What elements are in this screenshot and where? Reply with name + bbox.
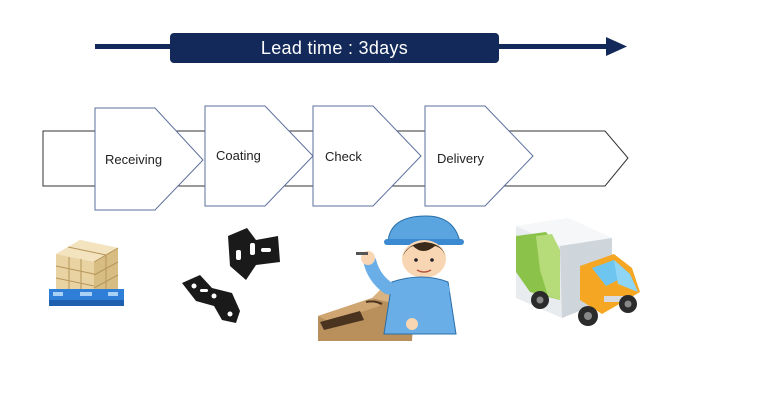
step-label-receiving: Receiving (105, 152, 163, 167)
inspection-worker-icon (318, 214, 464, 341)
step-chevron-receiving (94, 107, 204, 211)
pallet-boxes-icon (49, 240, 124, 306)
step-label-delivery: Delivery (437, 151, 484, 166)
delivery-truck-icon (516, 218, 640, 326)
step-label-coating: Coating (216, 148, 261, 163)
step-chevron-check (312, 105, 422, 207)
lead-time-arrow (95, 33, 627, 63)
lead-time-arrow-head (606, 37, 627, 56)
lead-time-label: Lead time : 3days (260, 38, 409, 58)
step-chevron-delivery (424, 105, 534, 207)
step-chevron-coating (204, 105, 314, 207)
metal-bracket-icon (182, 228, 280, 323)
lead-time-box (170, 33, 499, 63)
step-label-check: Check (325, 149, 362, 164)
